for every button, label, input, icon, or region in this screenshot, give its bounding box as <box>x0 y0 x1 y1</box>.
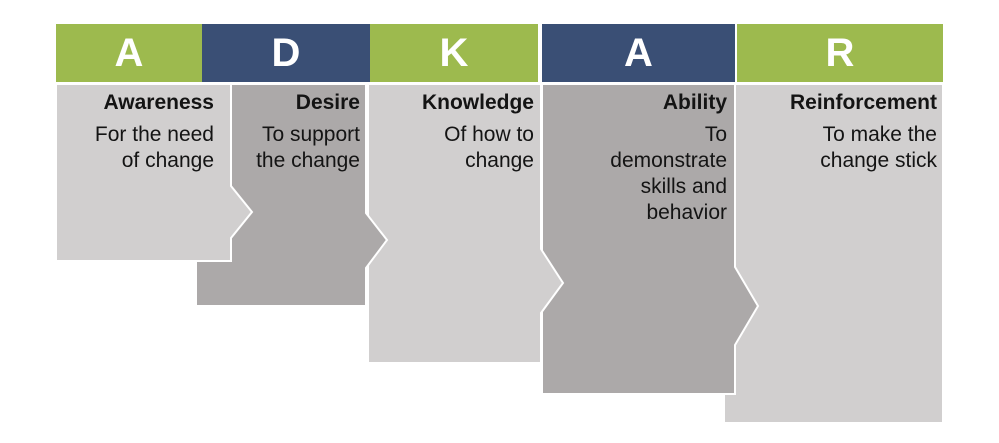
column-title: Desire <box>295 91 360 114</box>
column-letter: D <box>271 31 301 75</box>
textblock-ability: Ability To demonstrate skills and behavi… <box>570 90 727 226</box>
header-knowledge: K <box>370 24 538 82</box>
column-title: Ability <box>662 91 727 114</box>
body-awareness-shape <box>55 83 254 262</box>
column-letter: K <box>439 31 469 75</box>
column-title: Reinforcement <box>789 91 937 114</box>
column-letter: A <box>114 31 144 75</box>
column-letter: R <box>825 31 855 75</box>
column-title: Knowledge <box>421 91 534 114</box>
column-description: To demonstrate skills and behavior <box>610 123 727 224</box>
column-description: Of how to change <box>444 123 534 172</box>
header-reinforcement: R <box>737 24 943 82</box>
body-desire-shape <box>195 83 389 307</box>
header-desire: D <box>202 24 370 82</box>
textblock-knowledge: Knowledge Of how to change <box>380 90 534 174</box>
column-title: Awareness <box>103 91 214 114</box>
textblock-awareness: Awareness For the need of change <box>60 90 214 174</box>
header-ability: A <box>542 24 735 82</box>
body-knowledge-shape <box>367 83 565 364</box>
column-description: To support the change <box>256 123 360 172</box>
body-ability-shape <box>541 83 760 395</box>
header-awareness: A <box>56 24 202 82</box>
column-description: To make the change stick <box>820 123 937 172</box>
textblock-desire: Desire To support the change <box>240 90 360 174</box>
column-letter: A <box>624 31 653 75</box>
textblock-reinforcement: Reinforcement To make the change stick <box>770 90 937 174</box>
column-description: For the need of change <box>94 123 214 172</box>
